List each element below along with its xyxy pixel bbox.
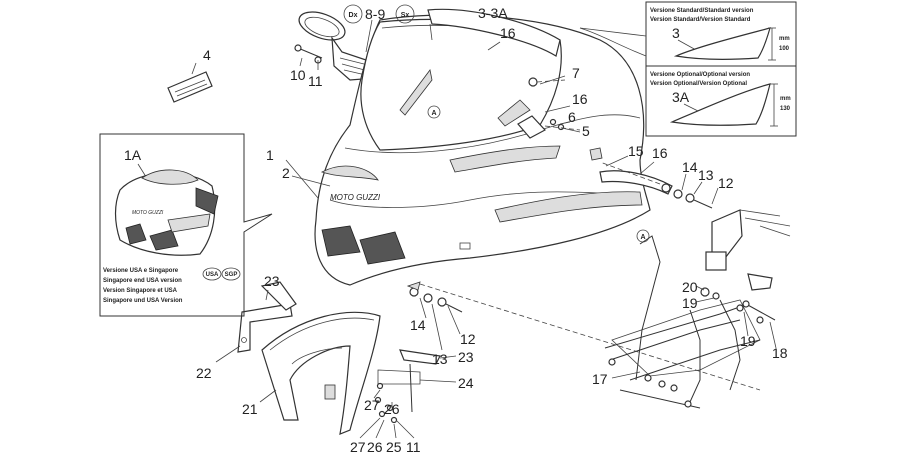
front-fender-21 [261, 311, 381, 435]
usa-version-line-2: Singapore end USA version [103, 278, 182, 284]
badge-part-4 [167, 62, 213, 103]
callout-26-mid: 26 [384, 401, 400, 417]
callout-2: 2 [282, 165, 290, 181]
fastener-group-right [599, 161, 713, 209]
optional-version-line-2: Version Optional/Version Optional [650, 81, 747, 87]
fastener-group-upper [517, 77, 581, 139]
callout-25: 25 [386, 439, 402, 454]
svg-text:A: A [640, 234, 645, 241]
callout-11-top: 11 [308, 73, 323, 89]
callout-19-right: 19 [740, 333, 756, 349]
callout-6: 6 [568, 109, 576, 125]
callout-dx: Dx [349, 12, 358, 19]
callout-10: 10 [290, 67, 306, 83]
callout-13-right: 13 [698, 167, 714, 183]
standard-version-line-2: Version Standard/Version Standard [650, 17, 751, 23]
inset-1a-label: 1A [124, 147, 142, 163]
sgp-badge: SGP [225, 272, 238, 278]
standard-version-line-1: Versione Standard/Standard version [650, 8, 754, 14]
callout-16-right: 16 [652, 145, 668, 161]
fender-bracket-left [237, 281, 297, 353]
callout-14-right: 14 [682, 159, 698, 175]
callout-23-right: 23 [458, 349, 474, 365]
callout-5: 5 [582, 123, 590, 139]
fastener-group-center [406, 281, 761, 391]
callout-22: 22 [196, 365, 212, 381]
callout-26-bottom: 26 [367, 439, 383, 454]
callout-12-center: 12 [460, 331, 476, 347]
callout-15: 15 [628, 143, 644, 159]
reference-marker-a-2: A [636, 229, 650, 243]
callout-19-left: 19 [682, 295, 698, 311]
optional-unit: mm [780, 96, 791, 102]
callout-17: 17 [592, 371, 608, 387]
callout-21: 21 [242, 401, 258, 417]
standard-windscreen-drawing [673, 27, 771, 60]
callout-1: 1 [266, 147, 274, 163]
callout-4: 4 [203, 47, 211, 63]
usa-version-line-4: Singapore und USA Version [103, 298, 183, 304]
callout-14-center: 14 [410, 317, 426, 333]
usa-version-line-1: Versione USA e Singapore [103, 268, 179, 274]
callout-12-right: 12 [718, 175, 734, 191]
callout-labels: 4 Dx 8-9 Sx 3-3A 16 10 11 7 16 6 5 1 2 1… [196, 4, 788, 455]
standard-part-label: 3 [672, 25, 680, 41]
usa-singapore-inset: 1A MOTO GUZZI Versione USA e Singapore S… [99, 133, 273, 317]
callout-27-mid: 27 [364, 397, 380, 413]
callout-20: 20 [682, 279, 698, 295]
callout-16-mid: 16 [572, 91, 588, 107]
windscreen-version-inset: Versione Standard/Standard version Versi… [579, 1, 797, 137]
callout-23-left: 23 [264, 273, 280, 289]
fender-bracket-right [374, 349, 441, 424]
mounting-frame-17 [604, 209, 791, 409]
callout-11-bottom: 11 [406, 439, 421, 454]
callout-sx: Sx [401, 12, 410, 19]
standard-height-value: 100 [779, 46, 790, 52]
inset-fairing-drawing: MOTO GUZZI [114, 169, 219, 256]
usa-badge: USA [206, 272, 219, 278]
svg-text:MOTO GUZZI: MOTO GUZZI [132, 210, 164, 216]
optional-part-label: 3A [672, 89, 690, 105]
optional-height-value: 130 [780, 106, 791, 112]
callout-16-top: 16 [500, 25, 516, 41]
usa-version-line-3: Version Singapore et USA [103, 288, 178, 294]
standard-unit: mm [779, 36, 790, 42]
callout-18: 18 [772, 345, 788, 361]
optional-version-line-1: Versione Optional/Optional version [650, 72, 750, 78]
callout-8-9: 8-9 [365, 6, 385, 22]
callout-27-bottom: 27 [350, 439, 366, 454]
svg-text:A: A [431, 110, 436, 117]
main-fairing: MOTO GUZZI [314, 8, 673, 286]
callout-3-3a: 3-3A [478, 5, 508, 21]
reference-marker-a-1: A [427, 105, 441, 119]
callout-13-center: 13 [432, 351, 448, 367]
optional-windscreen-drawing [669, 83, 771, 126]
callout-24: 24 [458, 375, 474, 391]
leader-lines [215, 19, 777, 439]
callout-7: 7 [572, 65, 580, 81]
svg-text:MOTO GUZZI: MOTO GUZZI [330, 193, 381, 202]
